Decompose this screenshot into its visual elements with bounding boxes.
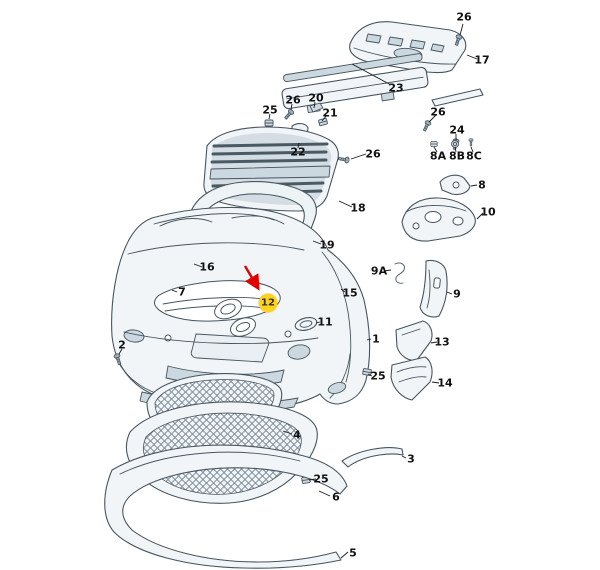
part-25-clip-top[interactable]: [264, 119, 274, 127]
part-13-air-guide[interactable]: [395, 320, 433, 361]
callout-8[interactable]: 8: [478, 178, 486, 192]
part-8a-fastener[interactable]: [430, 141, 438, 147]
callout-26[interactable]: 26: [365, 147, 381, 161]
part-26-screw-c[interactable]: [421, 119, 433, 133]
callout-18[interactable]: 18: [350, 201, 366, 215]
callout-17[interactable]: 17: [474, 53, 490, 67]
callout-6[interactable]: 6: [332, 490, 340, 504]
callout-3[interactable]: 3: [407, 452, 415, 466]
callout-7[interactable]: 7: [178, 285, 186, 299]
part-10-bracket[interactable]: [401, 197, 476, 242]
callout-25[interactable]: 25: [262, 103, 278, 117]
callout-8B[interactable]: 8B: [448, 149, 466, 163]
part-14-air-guide[interactable]: [390, 356, 433, 401]
callout-11[interactable]: 11: [317, 315, 333, 329]
part-20-bracket[interactable]: [309, 102, 324, 113]
callout-19[interactable]: 19: [319, 238, 335, 252]
part-8c-screw[interactable]: [468, 138, 474, 147]
part-12-tow-eye-covers[interactable]: [212, 295, 259, 339]
callout-21[interactable]: 21: [322, 106, 338, 120]
part-9-bracket[interactable]: [419, 259, 448, 318]
part-26-screw-a[interactable]: [282, 108, 296, 121]
part-5-lip-spoiler[interactable]: [104, 444, 348, 569]
callout-5[interactable]: 5: [349, 546, 357, 560]
part-11-cover[interactable]: [294, 316, 318, 333]
part-3-strip[interactable]: [341, 447, 404, 468]
part-23-crossmember[interactable]: [279, 53, 430, 116]
highlight-arrow: [243, 265, 260, 291]
callout-20[interactable]: 20: [308, 91, 324, 105]
part-8-bracket[interactable]: [439, 174, 471, 196]
part-26-screw-b[interactable]: [337, 155, 350, 164]
callout-26[interactable]: 26: [430, 105, 446, 119]
callout-13[interactable]: 13: [434, 335, 450, 349]
callout-25[interactable]: 25: [370, 369, 386, 383]
callout-22[interactable]: 22: [290, 145, 306, 159]
callout-24[interactable]: 24: [449, 123, 465, 137]
leader-lines: [118, 23, 484, 559]
callout-8A[interactable]: 8A: [429, 149, 447, 163]
callout-2[interactable]: 2: [118, 338, 126, 352]
callout-16[interactable]: 16: [199, 260, 215, 274]
callout-15[interactable]: 15: [342, 286, 358, 300]
callout-12[interactable]: 12: [258, 293, 278, 313]
callout-9[interactable]: 9: [453, 287, 461, 301]
callout-9A[interactable]: 9A: [370, 264, 388, 278]
callout-26[interactable]: 26: [285, 93, 301, 107]
callout-8C[interactable]: 8C: [466, 149, 482, 163]
callout-14[interactable]: 14: [437, 376, 453, 390]
part-24-strip[interactable]: [431, 88, 484, 107]
callout-26[interactable]: 26: [456, 10, 472, 24]
callout-1[interactable]: 1: [372, 332, 380, 346]
callout-10[interactable]: 10: [480, 205, 496, 219]
callout-4[interactable]: 4: [293, 428, 301, 442]
part-8b-grommet[interactable]: [451, 140, 459, 148]
callout-23[interactable]: 23: [388, 81, 404, 95]
callout-25[interactable]: 25: [313, 472, 329, 486]
part-9a-hook[interactable]: [394, 262, 405, 284]
